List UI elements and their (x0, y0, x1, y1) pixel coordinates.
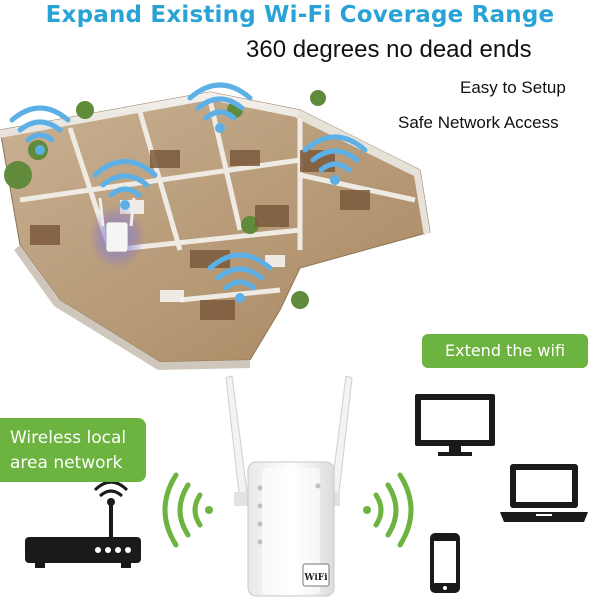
wifi-extender-device: WiFi (225, 375, 353, 597)
signal-arcs-right (373, 472, 414, 548)
smartphone-icon (430, 533, 460, 593)
signal-arcs-left (162, 472, 203, 548)
wlan-badge-line1: Wireless local (10, 428, 127, 448)
laptop-icon (500, 464, 588, 522)
extend-wifi-badge: Extend the wifi (422, 334, 588, 368)
feature-safe-access: Safe Network Access (398, 113, 559, 132)
wifi-signal-icon (92, 159, 158, 198)
floor-plan-house (0, 90, 431, 370)
headline: Expand Existing Wi-Fi Coverage Range (45, 2, 555, 28)
wifi-signal-icon (9, 105, 71, 143)
subheadline: 360 degrees no dead ends (246, 36, 532, 63)
router-icon (25, 480, 141, 568)
wifi-signal-icon (187, 82, 253, 121)
wifi-signal-icon (207, 252, 273, 291)
floorplan-extender (98, 197, 136, 253)
wifi-logo: WiFi (303, 573, 328, 583)
feature-easy-setup: Easy to Setup (460, 78, 566, 97)
wifi-signal-icon (302, 134, 368, 173)
wlan-badge: Wireless local area network (0, 418, 146, 482)
wlan-badge-line2: area network (10, 453, 123, 473)
monitor-icon (415, 394, 495, 456)
